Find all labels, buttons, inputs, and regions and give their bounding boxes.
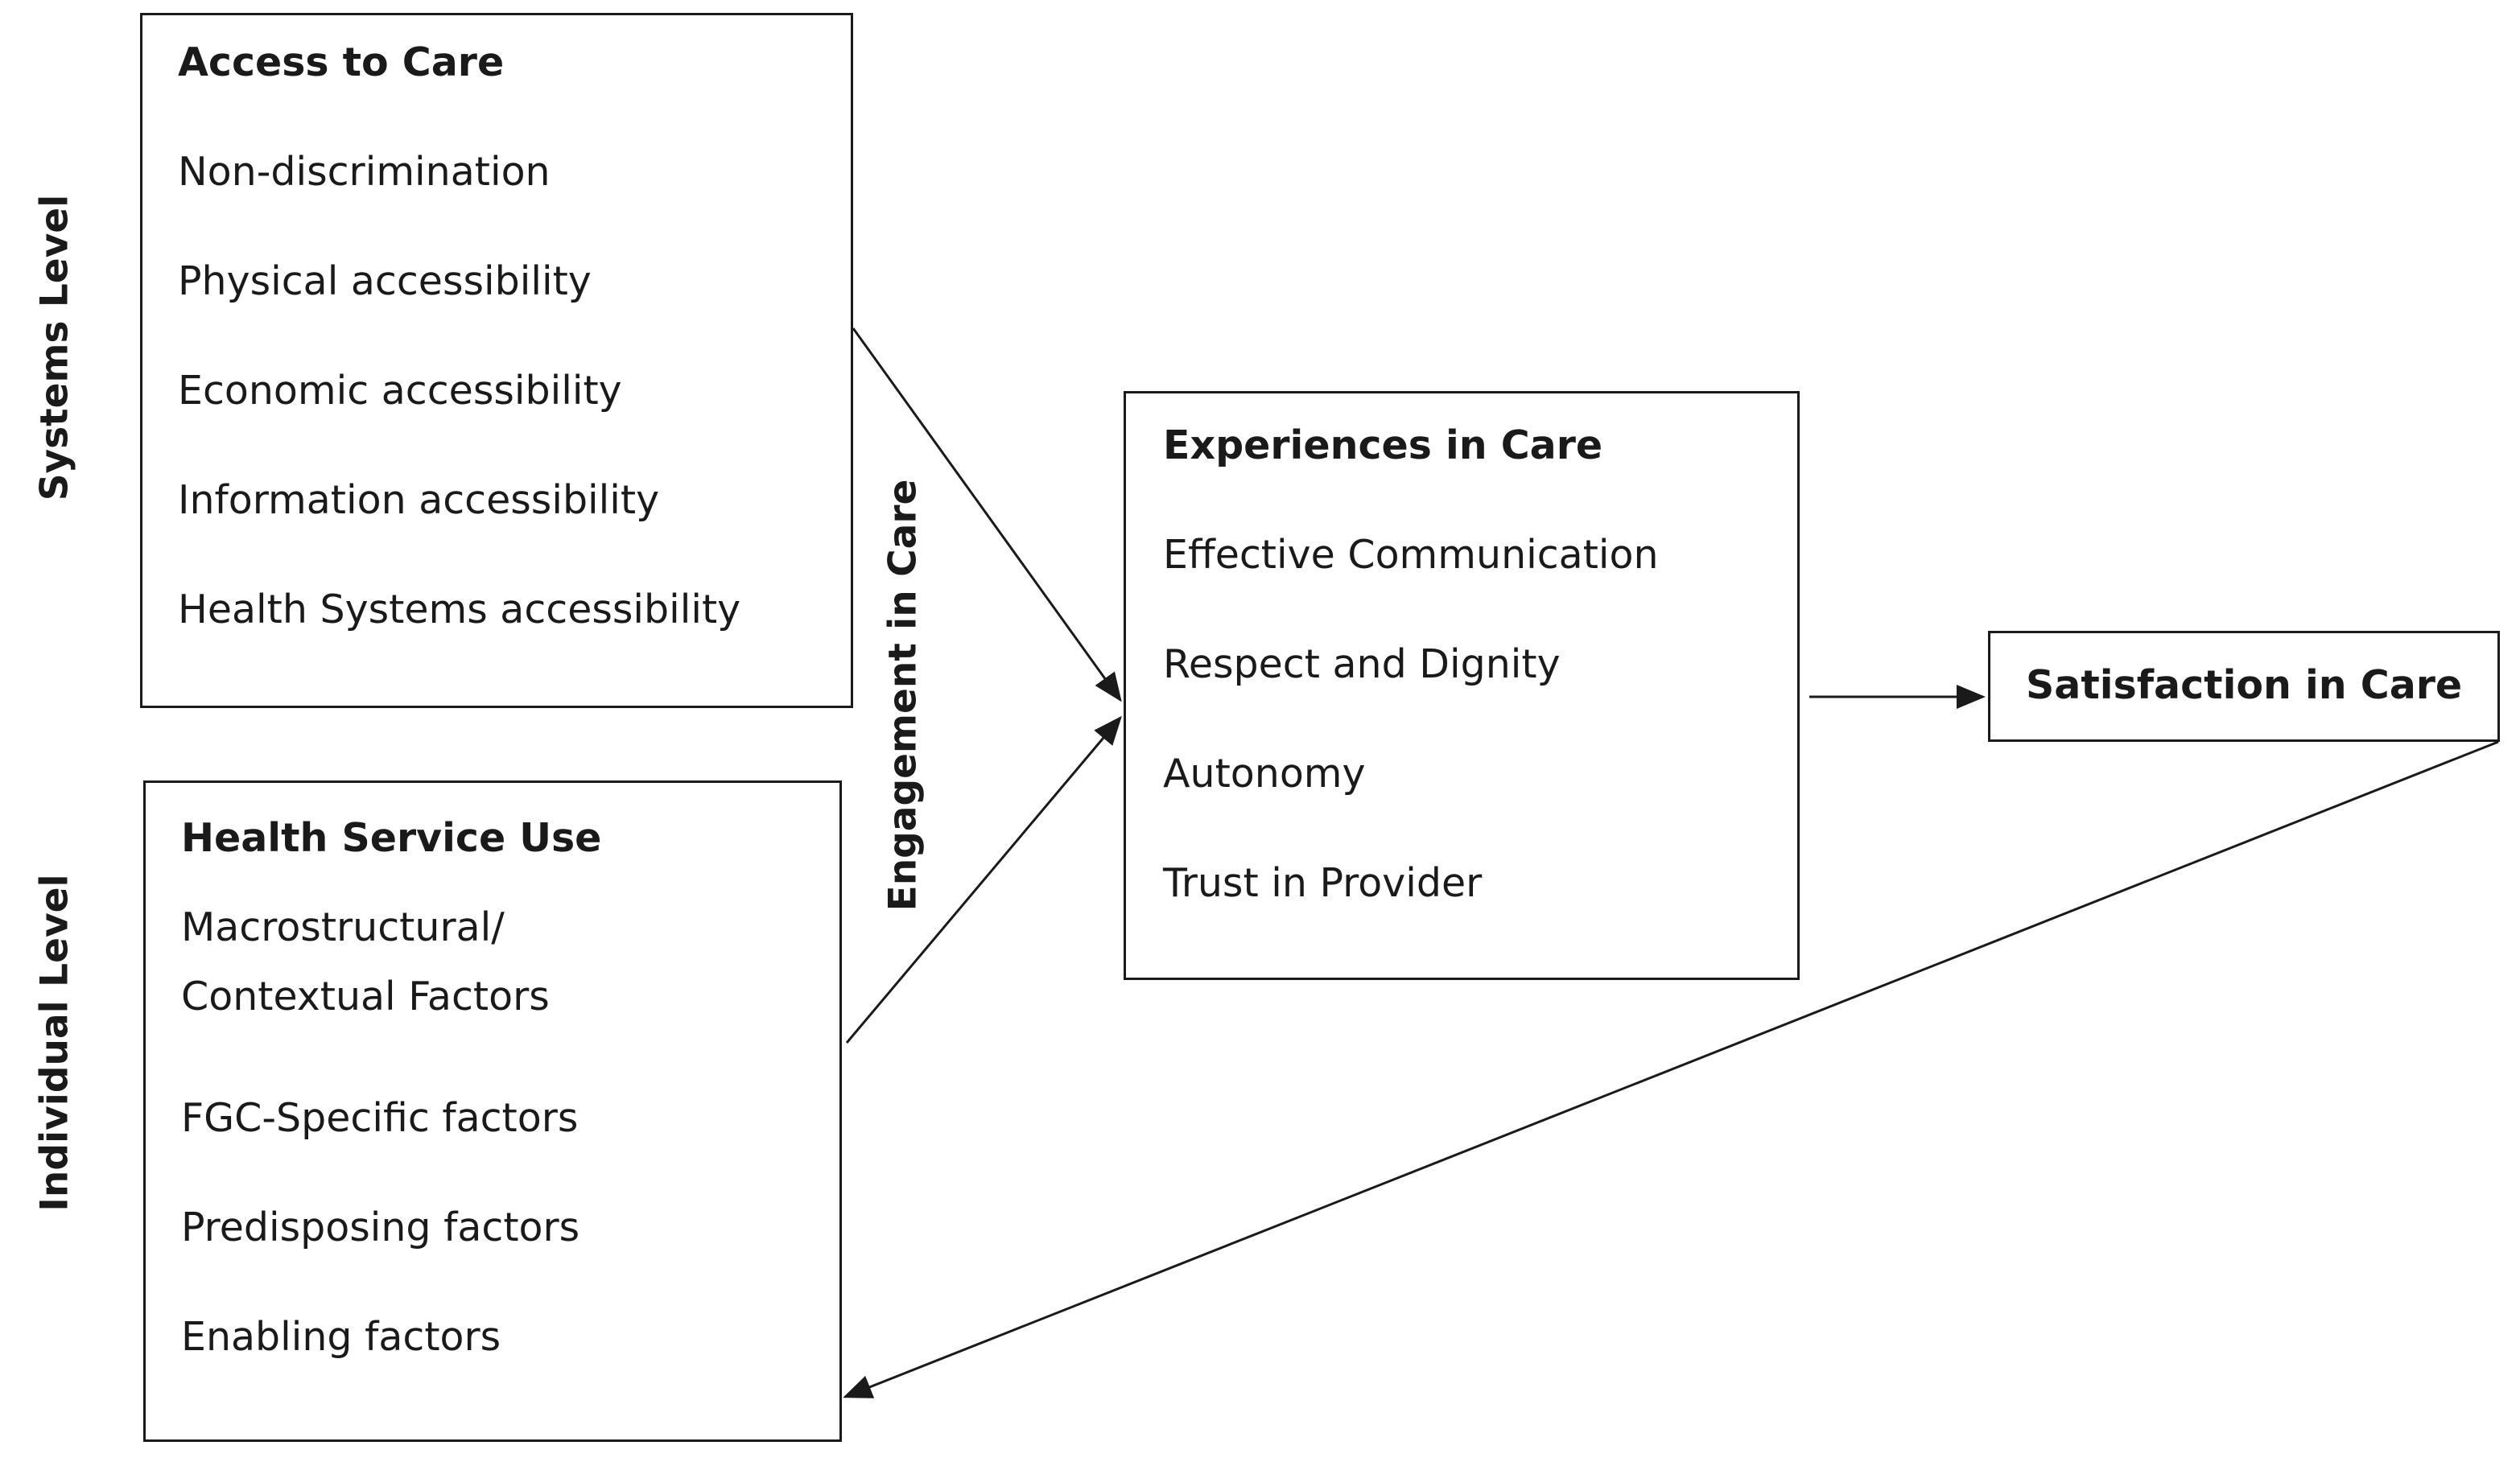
experiences-item: Trust in Provider: [1163, 860, 1483, 906]
access-item: Health Systems accessibility: [178, 587, 741, 632]
health-service-item: Predisposing factors: [181, 1205, 580, 1250]
health-service-item: Macrostructural/ Contextual Factors: [181, 904, 550, 1019]
health-service-item: Enabling factors: [181, 1314, 501, 1360]
health-service-use-box: Health Service Use Macrostructural/ Cont…: [143, 780, 842, 1442]
arrow-access-to-experiences: [852, 327, 1122, 702]
access-item: Information accessibility: [178, 477, 660, 523]
access-to-care-title: Access to Care: [178, 39, 505, 85]
satisfaction-in-care-title: Satisfaction in Care: [2026, 662, 2463, 708]
health-service-use-title: Health Service Use: [181, 815, 602, 861]
access-to-care-box: Access to Care Non-discrimination Physic…: [140, 13, 853, 708]
access-item: Physical accessibility: [178, 258, 592, 304]
experiences-in-care-box: Experiences in Care Effective Communicat…: [1124, 391, 1800, 980]
experiences-item: Effective Communication: [1163, 532, 1659, 578]
access-item: Economic accessibility: [178, 368, 622, 414]
access-item: Non-discrimination: [178, 149, 551, 195]
experiences-in-care-title: Experiences in Care: [1163, 422, 1603, 468]
health-service-item: FGC-Specific factors: [181, 1095, 579, 1141]
experiences-item: Autonomy: [1163, 751, 1366, 797]
arrow-health-service-to-experiences: [845, 715, 1122, 1044]
arrow-satisfaction-to-health-service: [843, 740, 2499, 1398]
experiences-item: Respect and Dignity: [1163, 641, 1561, 687]
satisfaction-in-care-box: Satisfaction in Care: [1988, 631, 2500, 742]
